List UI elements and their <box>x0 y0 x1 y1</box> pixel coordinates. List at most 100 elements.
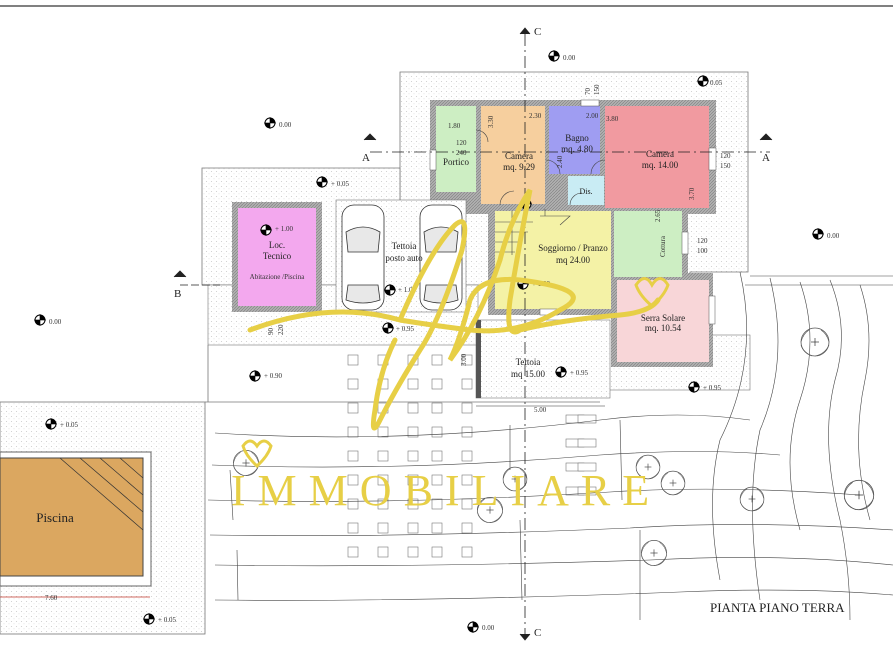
svg-text:240: 240 <box>456 149 467 157</box>
area-camera-2: mq. 14.00 <box>642 160 679 170</box>
svg-text:70: 70 <box>584 88 592 96</box>
pool <box>0 451 152 587</box>
stepping-stone <box>431 378 443 390</box>
garden-contours <box>207 271 893 621</box>
svg-text:+ 1.00: + 1.00 <box>275 225 293 233</box>
svg-text:150: 150 <box>720 162 731 170</box>
label-camera-1: Camera <box>505 151 533 161</box>
stepping-stone <box>461 522 473 534</box>
label-loc-2: Tecnico <box>263 251 292 261</box>
svg-text:2.00: 2.00 <box>586 112 599 120</box>
room-camera-1 <box>481 106 545 204</box>
dimensions: 1.80 120 240 3.30 2.30 2.00 3.80 70 150 … <box>0 84 731 602</box>
stepping-stone <box>377 522 389 534</box>
section-a-right: A <box>762 152 770 164</box>
stepping-stone <box>461 546 473 558</box>
stepping-stone <box>347 402 359 414</box>
stepping-stone <box>431 522 443 534</box>
svg-text:100: 100 <box>697 247 708 255</box>
stepping-stone <box>431 426 443 438</box>
stepping-stone <box>577 414 597 424</box>
stepping-stone <box>407 426 419 438</box>
svg-text:+ 0.90: + 0.90 <box>264 372 282 380</box>
svg-text:0.00: 0.00 <box>49 318 62 326</box>
stepping-stone <box>461 378 473 390</box>
svg-text:+ 0.95: + 0.95 <box>703 384 721 392</box>
label-serra: Serra Solare <box>641 313 685 323</box>
stepping-stone <box>407 450 419 462</box>
stepping-stone <box>431 498 443 510</box>
label-soggiorno: Soggiorno / Pranzo <box>538 243 608 253</box>
watermark-logo <box>241 188 670 469</box>
svg-text:120: 120 <box>720 152 731 160</box>
area-tettoia-2: mq 15.00 <box>511 369 546 379</box>
stepping-stone <box>407 378 419 390</box>
label-camera-2: Camera <box>646 149 674 159</box>
section-b: B <box>174 288 181 300</box>
stepping-stone <box>431 450 443 462</box>
doors <box>475 129 606 206</box>
room-bagno <box>549 106 600 174</box>
label-loc-1: Loc. <box>269 240 285 250</box>
svg-text:+ 0.95: + 0.95 <box>570 369 588 377</box>
stepping-stone <box>431 474 443 486</box>
area-soggiorno: mq 24.00 <box>556 255 591 265</box>
svg-text:1.80: 1.80 <box>448 122 461 130</box>
stepping-stone <box>407 402 419 414</box>
svg-text:120: 120 <box>697 237 708 245</box>
svg-text:0.00: 0.00 <box>563 54 576 62</box>
section-c-bottom: C <box>534 627 541 639</box>
svg-text:90: 90 <box>267 328 275 336</box>
svg-text:0.00: 0.00 <box>827 232 840 240</box>
stepping-stone <box>407 546 419 558</box>
section-lines <box>173 27 773 641</box>
svg-text:+ 0.05: + 0.05 <box>60 421 78 429</box>
svg-text:3.70: 3.70 <box>688 187 696 200</box>
windows <box>429 99 717 325</box>
stepping-stone <box>407 498 419 510</box>
label-bagno: Bagno <box>565 133 589 143</box>
stepping-stone <box>377 546 389 558</box>
svg-text:120: 120 <box>456 139 467 147</box>
room-locale-tecnico <box>238 208 316 306</box>
stepping-stone <box>577 462 597 472</box>
stepping-stone <box>577 486 597 496</box>
label-cottura: Cottura <box>659 235 667 257</box>
stepping-stone <box>377 426 389 438</box>
svg-text:3.00: 3.00 <box>460 353 468 366</box>
label-loc-sub: Abitazione /Piscina <box>250 273 306 281</box>
stepping-stone <box>407 522 419 534</box>
svg-text:+ 0.05: + 0.05 <box>331 180 349 188</box>
room-disimpegno <box>568 176 604 205</box>
section-c-top: C <box>534 26 541 38</box>
svg-text:2.40: 2.40 <box>556 155 564 168</box>
room-camera-2 <box>605 106 709 208</box>
stepping-stone <box>347 546 359 558</box>
stepping-stone <box>347 378 359 390</box>
stepping-stone <box>347 354 359 366</box>
label-tettoia-auto-2: posto auto <box>385 253 423 263</box>
label-dis: Dis. <box>579 187 592 196</box>
stepping-stone <box>347 426 359 438</box>
stepping-stone <box>377 450 389 462</box>
svg-text:+ 0.95: + 0.95 <box>396 325 414 333</box>
svg-text:+ 1.00: + 1.00 <box>398 286 416 294</box>
room-portico <box>436 106 476 192</box>
svg-text:3.80: 3.80 <box>606 115 619 123</box>
svg-text:7.60: 7.60 <box>45 594 58 602</box>
stepping-stone <box>347 450 359 462</box>
label-piscina: Piscina <box>36 510 74 525</box>
svg-text:0.00: 0.00 <box>279 121 292 129</box>
svg-text:150: 150 <box>593 84 601 95</box>
stepping-stone <box>461 402 473 414</box>
stepping-stone <box>347 522 359 534</box>
stepping-stone <box>431 354 443 366</box>
svg-text:2.30: 2.30 <box>529 112 542 120</box>
svg-text:5.00: 5.00 <box>534 406 547 414</box>
plan-title: PIANTA PIANO TERRA <box>710 600 845 615</box>
area-serra: mq. 10.54 <box>645 323 682 333</box>
area-bagno: mq. 4.80 <box>561 144 593 154</box>
tettoia-area <box>475 319 611 399</box>
stepping-stone <box>347 474 359 486</box>
